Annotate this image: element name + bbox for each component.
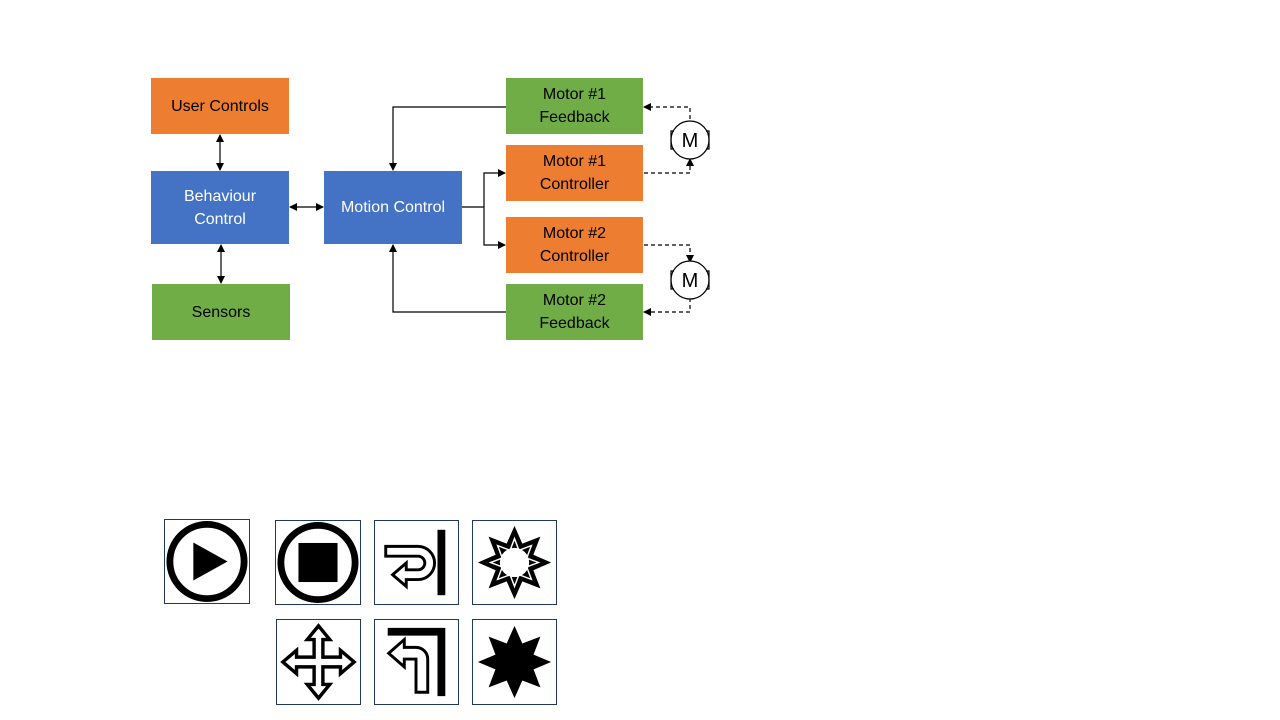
motor1-symbol-icon: M xyxy=(670,120,710,160)
motion-control-label: Motion Control xyxy=(340,199,446,216)
motor2-controller-label: Motor #2 Controller xyxy=(539,225,610,265)
play-icon[interactable] xyxy=(164,519,250,604)
stop-icon[interactable] xyxy=(275,520,361,605)
dashed-motor1-feedback xyxy=(643,103,691,119)
move-arrows-icon[interactable] xyxy=(276,619,361,705)
motor1-controller-box: Motor #1 Controller xyxy=(506,145,643,201)
user-controls-box: User Controls xyxy=(151,78,289,134)
arrow-motion-m2controller xyxy=(483,207,506,249)
user-controls-label: User Controls xyxy=(171,97,269,115)
sun-icon[interactable] xyxy=(472,520,557,605)
motor1-controller-label: Motor #1 Controller xyxy=(539,153,610,193)
sensors-label: Sensors xyxy=(191,303,251,321)
return-arrow-icon[interactable] xyxy=(374,520,459,605)
arrow-motion-m1controller xyxy=(483,169,506,207)
arrow-m1feedback-motion xyxy=(389,106,506,171)
motor2-feedback-label: Motor #2 Feedback xyxy=(539,292,610,332)
dashed-motor2-controller xyxy=(644,244,694,263)
star-burst-icon[interactable] xyxy=(472,619,557,705)
dashed-motor1-controller xyxy=(644,158,694,174)
motor1-feedback-box: Motor #1 Feedback xyxy=(506,78,643,134)
motion-control-box: Motion Control xyxy=(324,171,462,244)
motor1-symbol-label: M xyxy=(682,130,699,152)
sensors-box: Sensors xyxy=(152,284,290,340)
behaviour-control-box: Behaviour Control xyxy=(151,171,289,244)
dashed-motor2-feedback xyxy=(643,298,691,316)
motor2-feedback-box: Motor #2 Feedback xyxy=(506,284,643,340)
motor2-controller-box: Motor #2 Controller xyxy=(506,217,643,273)
motor1-feedback-label: Motor #1 Feedback xyxy=(539,86,610,126)
motor2-symbol-icon: M xyxy=(670,260,710,300)
behaviour-control-label: Behaviour Control xyxy=(183,187,257,228)
arrow-m2feedback-motion xyxy=(389,244,506,313)
turn-left-arrow-icon[interactable] xyxy=(374,619,459,705)
motor2-symbol-label: M xyxy=(682,270,699,292)
